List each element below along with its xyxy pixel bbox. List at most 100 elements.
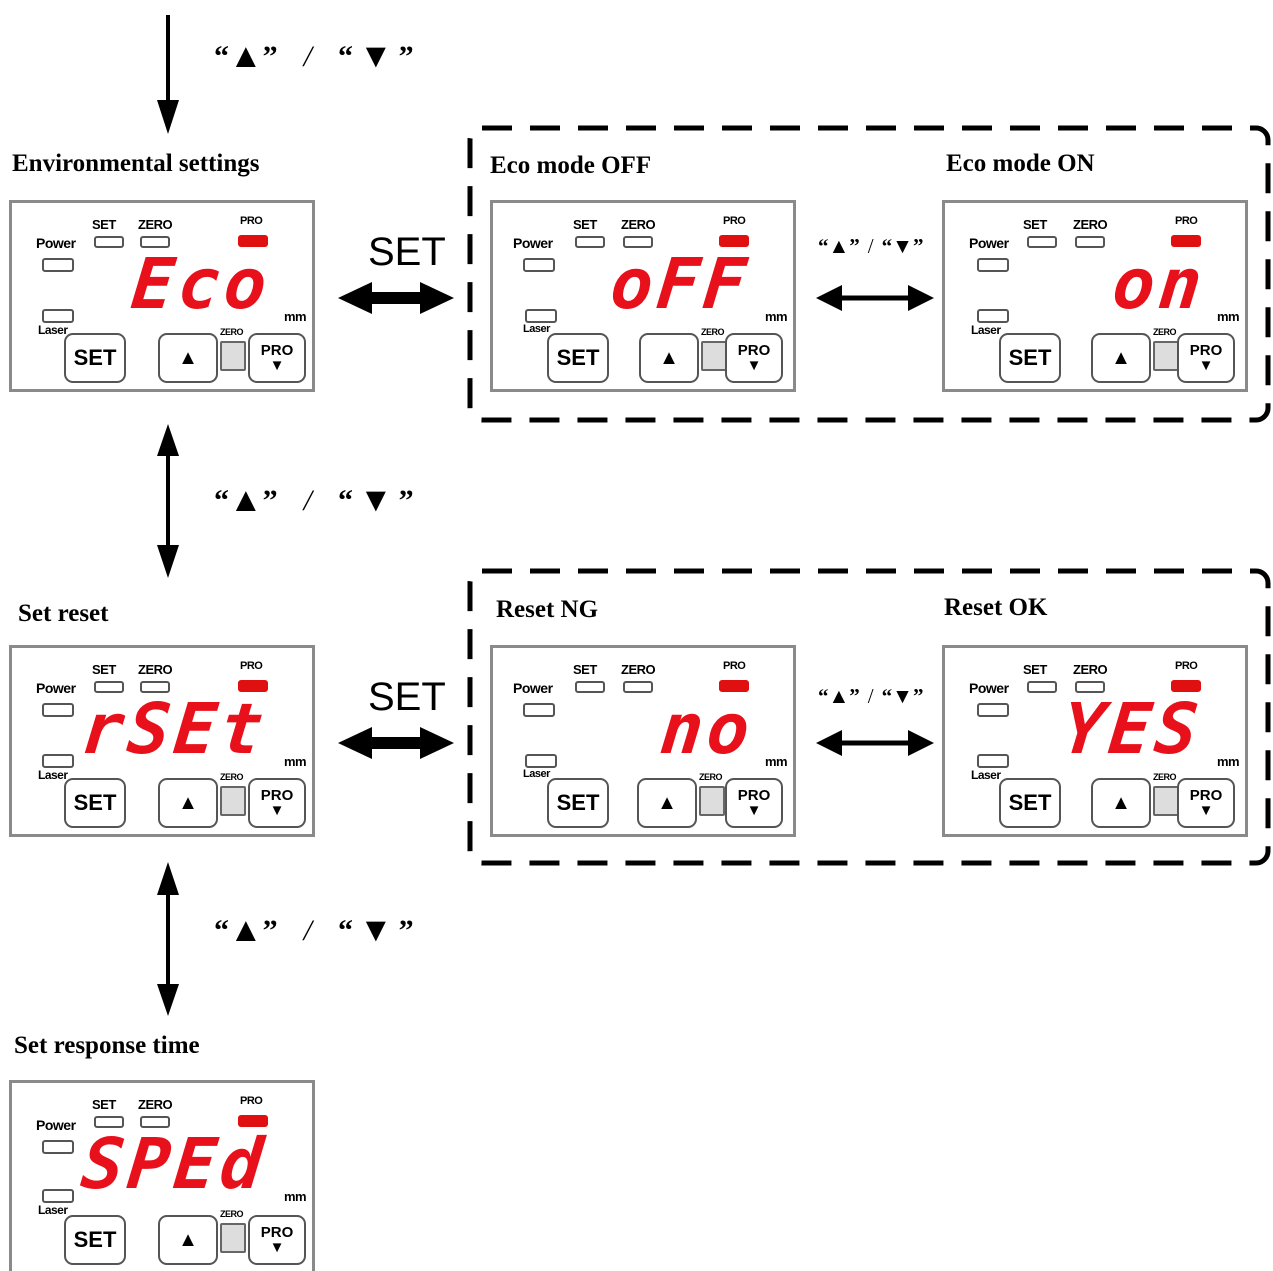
open-quote: “ [338, 914, 353, 947]
up-arrow-icon: ▲ [659, 346, 679, 369]
set-indicator-label: SET [1023, 217, 1047, 232]
laser-led [42, 754, 74, 768]
power-led [977, 703, 1009, 717]
unit-label: mm [284, 1189, 307, 1204]
open-quote: “ [214, 914, 229, 947]
set-button[interactable]: SET [64, 778, 126, 828]
open-quote: “ [818, 234, 829, 258]
set-button-label: SET [73, 345, 117, 370]
set-button-label: SET [73, 1227, 117, 1252]
down-triangle-icon: ▼ [892, 684, 913, 708]
down-arrow-icon: ▼ [1198, 802, 1214, 819]
unit-label: mm [284, 754, 307, 769]
down-arrow-icon: ▼ [269, 1239, 285, 1256]
set-button[interactable]: SET [999, 778, 1061, 828]
up-button[interactable]: ▲ [158, 1215, 218, 1265]
pro-down-button[interactable]: PRO ▼ [725, 778, 783, 828]
up-triangle-icon: ▲ [229, 38, 263, 75]
set-button[interactable]: SET [64, 1215, 126, 1265]
set-arrow-label-eco: SET [368, 230, 446, 274]
up-button[interactable]: ▲ [1091, 778, 1151, 828]
set-indicator-label: SET [92, 217, 116, 232]
panel-environmental-settings: Power SET ZERO PRO Eco mm Laser SET ▲ ZE… [9, 200, 315, 392]
down-triangle-icon: ▼ [892, 234, 913, 258]
pro-indicator-led [1171, 680, 1201, 692]
pro-down-button[interactable]: PRO ▼ [1177, 778, 1235, 828]
zero-bar [701, 341, 727, 371]
heading-set-response-time: Set response time [14, 1032, 200, 1059]
up-button[interactable]: ▲ [158, 333, 218, 383]
down-arrow-icon: ▼ [1198, 357, 1214, 374]
open-quote: “ [214, 40, 229, 73]
pro-down-button[interactable]: PRO ▼ [725, 333, 783, 383]
up-button[interactable]: ▲ [1091, 333, 1151, 383]
zero-bar [699, 786, 725, 816]
heading-environmental-settings: Environmental settings [12, 150, 260, 177]
set-button[interactable]: SET [547, 778, 609, 828]
set-indicator-label: SET [1023, 662, 1047, 677]
panel-eco-mode-on: Power SET ZERO PRO on mm Laser SET ▲ ZER… [942, 200, 1248, 392]
heading-reset-ok: Reset OK [944, 594, 1048, 621]
open-quote: “ [338, 484, 353, 517]
slash: / [303, 40, 312, 73]
arrow-env-to-reset [157, 424, 179, 578]
pro-down-button[interactable]: PRO ▼ [248, 778, 306, 828]
panel-eco-mode-off: Power SET ZERO PRO oFF mm Laser SET ▲ ZE… [490, 200, 796, 392]
laser-led [977, 754, 1009, 768]
open-quote: “ [818, 684, 829, 708]
laser-label: Laser [38, 768, 68, 782]
pro-down-button[interactable]: PRO ▼ [1177, 333, 1235, 383]
set-button[interactable]: SET [64, 333, 126, 383]
close-quote: ” [398, 484, 414, 517]
down-triangle-icon: ▼ [359, 482, 393, 519]
pro-down-button[interactable]: PRO ▼ [248, 1215, 306, 1265]
pro-indicator-label: PRO [240, 1095, 263, 1107]
set-indicator-led [94, 1116, 124, 1128]
open-quote: “ [338, 40, 353, 73]
laser-led [42, 309, 74, 323]
power-led [42, 1140, 74, 1154]
set-indicator-label: SET [573, 662, 597, 677]
slash: / [867, 234, 874, 258]
nav-label-3: “ ▲ ” / “ ▼ ” [214, 912, 414, 950]
pro-down-button[interactable]: PRO ▼ [248, 333, 306, 383]
close-quote: ” [849, 684, 860, 708]
up-button[interactable]: ▲ [637, 778, 697, 828]
heading-set-reset: Set reset [18, 600, 109, 627]
up-button[interactable]: ▲ [639, 333, 699, 383]
power-led [523, 258, 555, 272]
reset-group-box [467, 568, 1271, 866]
set-button-label: SET [556, 345, 600, 370]
eco-mode-group-box [467, 125, 1271, 423]
segment-display: no [656, 688, 758, 770]
laser-led [42, 1189, 74, 1203]
zero-indicator-label: ZERO [138, 217, 173, 232]
close-quote: ” [262, 40, 278, 73]
power-label: Power [36, 1117, 76, 1133]
pro-button-label: PRO [260, 1224, 294, 1241]
laser-led [525, 309, 557, 323]
power-led [42, 258, 74, 272]
down-arrow-icon: ▼ [746, 357, 762, 374]
pro-indicator-label: PRO [723, 660, 746, 672]
close-quote: ” [849, 234, 860, 258]
power-label: Power [969, 680, 1009, 696]
up-button[interactable]: ▲ [158, 778, 218, 828]
down-arrow-icon: ▼ [269, 357, 285, 374]
set-indicator-led [94, 681, 124, 693]
zero-indicator-led [140, 236, 170, 248]
set-button[interactable]: SET [547, 333, 609, 383]
set-button-label: SET [1008, 345, 1052, 370]
laser-label: Laser [971, 768, 1001, 782]
zero-indicator-label: ZERO [621, 217, 656, 232]
power-label: Power [513, 680, 553, 696]
arrow-down-to-environmental [157, 15, 179, 134]
zero-indicator-led [623, 236, 653, 248]
panel-reset-ok: Power SET ZERO PRO YES mm Laser SET ▲ ZE… [942, 645, 1248, 837]
pro-indicator-led [238, 235, 268, 247]
zero-small-label: ZERO [701, 327, 725, 337]
pro-indicator-label: PRO [1175, 660, 1198, 672]
zero-small-label: ZERO [220, 1209, 244, 1219]
zero-bar [1153, 786, 1179, 816]
set-button[interactable]: SET [999, 333, 1061, 383]
